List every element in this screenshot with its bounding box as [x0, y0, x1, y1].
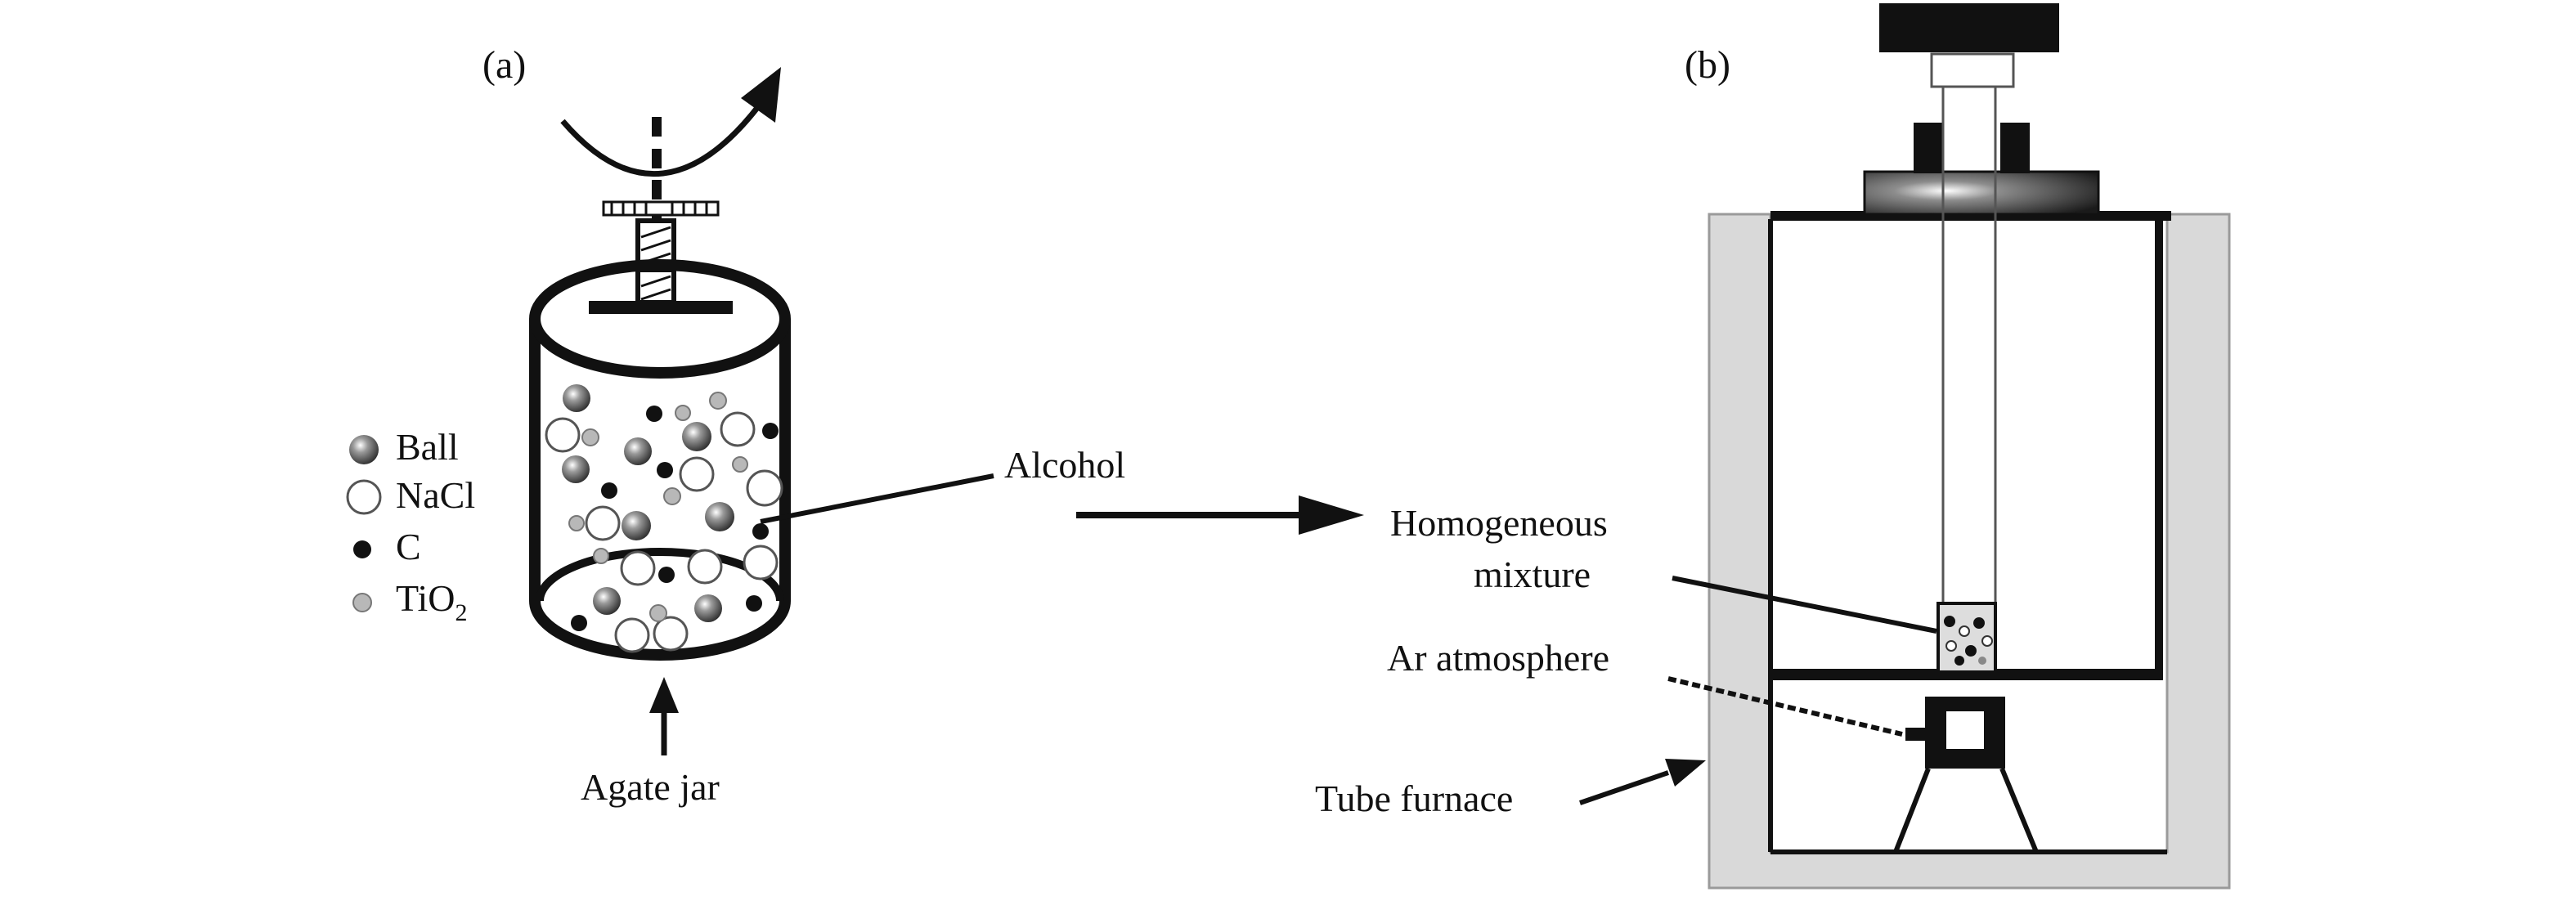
nacl-particle	[720, 411, 756, 447]
mixture-label-line2: mixture	[1474, 554, 1591, 595]
nacl-particle	[679, 456, 715, 492]
ball-particle	[563, 384, 590, 412]
tube-furnace-pointer	[1579, 759, 1706, 805]
tio2-particle	[709, 392, 727, 410]
mixture-label-line1: Homogeneous	[1390, 502, 1608, 544]
gear-icon	[602, 200, 720, 217]
tio2-particle	[581, 428, 599, 446]
quartz-tube	[1941, 87, 1997, 670]
agate-jar-label: Agate jar	[581, 766, 720, 808]
ball-particle	[682, 422, 711, 451]
carbon-particle	[746, 595, 762, 612]
nacl-particle	[620, 550, 656, 586]
agate-jar-pointer	[649, 677, 679, 755]
ball-particle	[562, 455, 590, 483]
mixture-sample	[1936, 602, 1997, 674]
tio2-icon	[352, 593, 372, 612]
ball-particle	[624, 437, 652, 465]
panel-a: (a)	[346, 43, 1125, 808]
tio2-particle	[568, 515, 585, 531]
nacl-particle	[614, 617, 650, 653]
carbon-icon	[353, 540, 371, 558]
ar-pointer-line	[1667, 676, 1903, 737]
panel-a-label: (a)	[482, 43, 526, 87]
panel-b-label: (b)	[1685, 43, 1730, 87]
ar-chamber	[1893, 697, 2039, 854]
nacl-particle	[653, 616, 689, 652]
alcohol-label: Alcohol	[1004, 444, 1125, 486]
nacl-icon	[346, 479, 382, 515]
tio2-particle	[593, 548, 609, 564]
carbon-particle	[658, 567, 675, 583]
ball-icon	[349, 435, 379, 464]
carbon-particle	[571, 615, 587, 631]
tube-furnace-body	[1708, 213, 2231, 890]
legend-label-c: C	[396, 526, 421, 567]
legend-label-nacl: NaCl	[396, 474, 475, 516]
ball-particle	[593, 587, 621, 615]
nacl-particle	[545, 417, 581, 453]
top-flange	[1863, 3, 2100, 216]
nacl-particle	[585, 505, 621, 541]
ar-atmosphere-label: Ar atmosphere	[1387, 637, 1609, 679]
rotation-arrow-icon	[560, 67, 781, 177]
tube-furnace-label: Tube furnace	[1315, 778, 1513, 819]
furnace-chamber	[1768, 211, 2171, 854]
carbon-particle	[762, 423, 779, 439]
transfer-arrow-icon	[1076, 495, 1364, 535]
carbon-particle	[752, 523, 769, 540]
carbon-particle	[601, 482, 617, 499]
nacl-particle	[746, 469, 783, 507]
legend: Ball NaCl C TiO2	[346, 426, 475, 626]
carbon-particle	[646, 406, 662, 422]
legend-label-tio2: TiO2	[396, 577, 467, 626]
tio2-particle	[675, 405, 691, 421]
alcohol-pointer-line	[760, 473, 994, 524]
nacl-particle	[687, 549, 723, 585]
jar-contents	[545, 384, 783, 653]
ball-particle	[622, 511, 651, 540]
tio2-particle	[663, 487, 681, 505]
legend-label-ball: Ball	[396, 426, 459, 468]
ball-particle	[694, 594, 722, 622]
mixture-pointer-line	[1672, 576, 1937, 634]
panel-b: (b)	[1315, 3, 2231, 890]
tio2-particle	[732, 456, 748, 473]
carbon-particle	[657, 462, 673, 478]
nacl-particle	[743, 545, 779, 580]
ball-particle	[705, 502, 734, 531]
tio2-particle	[649, 604, 667, 622]
